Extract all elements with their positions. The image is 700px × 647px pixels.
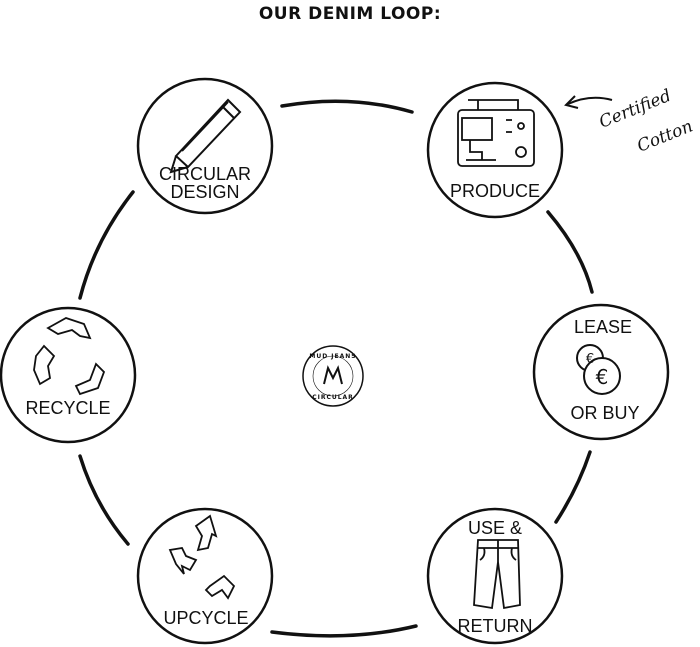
page-title: OUR DENIM LOOP: [258, 4, 442, 24]
connector-recycle-design [78, 190, 135, 300]
stage-lease-or-buy: € € LEASE OR BUY [532, 303, 670, 441]
connector-produce-lease [546, 210, 594, 294]
sewing-machine-icon [457, 99, 535, 167]
stage-upcycle: UPCYCLE [136, 507, 274, 645]
stage-label-upcycle: UPCYCLE [163, 608, 248, 628]
annotation-line2: Cotton [634, 116, 695, 156]
logo-text-bottom: CIRCULAR [312, 394, 354, 401]
connector-design-produce [280, 99, 414, 114]
annotation-line1: Certified [596, 86, 674, 133]
upcycle-arrows-icon [168, 514, 236, 600]
stage-label-produce: PRODUCE [450, 181, 540, 201]
logo-mark-icon [323, 365, 343, 385]
stage-produce: PRODUCE [426, 81, 564, 219]
pencil-icon [169, 98, 242, 174]
mud-jeans-logo: MUD JEANS CIRCULAR [302, 345, 364, 407]
euro-coins-icon: € € [576, 344, 621, 395]
connector-upcycle-recycle [78, 454, 130, 546]
certified-cotton-annotation: Certified Cotton [564, 86, 696, 157]
jeans-icon [473, 539, 521, 610]
logo-text-top: MUD JEANS [309, 353, 356, 360]
stage-label-lease-line2: OR BUY [570, 403, 639, 423]
connector-use-upcycle [270, 624, 418, 638]
svg-text:€: € [596, 365, 609, 389]
stage-label-recycle: RECYCLE [25, 398, 110, 418]
stage-label-design-line1: CIRCULAR [159, 164, 251, 184]
stage-recycle: RECYCLE [0, 306, 137, 444]
stage-label-lease-line1: LEASE [574, 317, 632, 337]
loop-connectors [78, 99, 594, 638]
recycle-arrows-icon [33, 317, 106, 396]
stage-use-and-return: USE & RETURN [426, 507, 564, 645]
stage-label-use-line2: RETURN [458, 616, 533, 636]
annotation-arrow [567, 96, 613, 105]
stage-circular-design: CIRCULAR DESIGN [136, 77, 274, 215]
svg-text:€: € [586, 352, 594, 367]
stage-label-use-line1: USE & [468, 518, 522, 538]
stage-label-design-line2: DESIGN [170, 182, 239, 202]
connector-lease-use [554, 450, 592, 524]
